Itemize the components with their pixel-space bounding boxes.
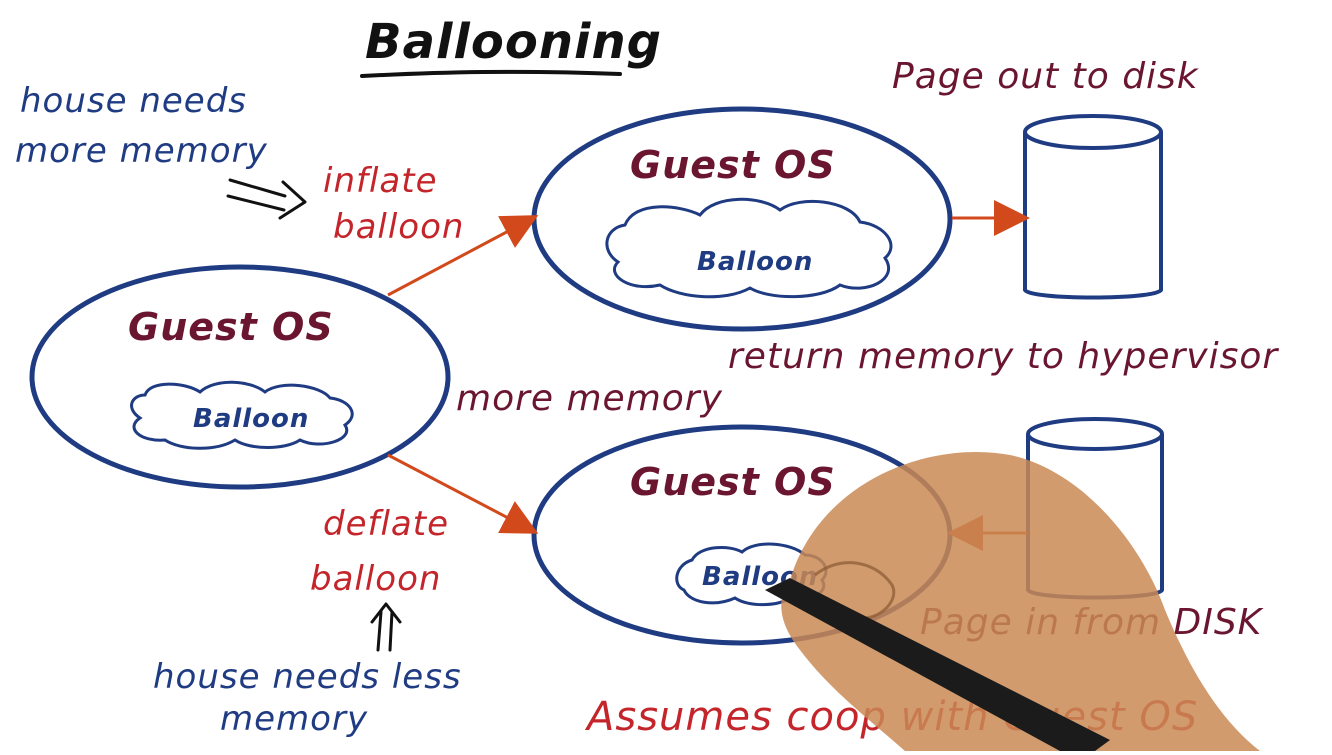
return-memory-label: return memory to hypervisor — [728, 336, 1279, 377]
inflate-balloon-label: balloon — [333, 207, 464, 247]
left-guest-os-label: Guest OS — [128, 305, 334, 349]
inflate-label: inflate — [323, 161, 438, 201]
deflate-label: deflate — [323, 504, 449, 544]
left-balloon-label: Balloon — [193, 404, 309, 434]
house-needs-less-line2: memory — [220, 699, 368, 739]
deflate-balloon-label: balloon — [310, 559, 441, 599]
left-balloon-cloud: Balloon — [130, 380, 354, 450]
presenter-hand — [781, 451, 1260, 751]
bottom-guest-os-label: Guest OS — [630, 460, 836, 504]
top-disk-icon — [1023, 114, 1163, 300]
arrow-left-to-bottom — [387, 453, 539, 534]
marker-pen — [765, 578, 1110, 751]
top-balloon-label: Balloon — [697, 247, 813, 277]
page-out-label: Page out to disk — [892, 56, 1200, 97]
house-needs-more-line1: house needs — [20, 81, 247, 121]
top-guest-os-label: Guest OS — [630, 143, 836, 187]
house-needs-more-line2: more memory — [15, 131, 268, 171]
top-guest-vm: Guest OS Balloon — [531, 106, 953, 332]
double-arrow-icon — [226, 178, 307, 220]
house-needs-less-line1: house needs less — [153, 657, 462, 697]
bottom-guest-vm: Guest OS Balloon — [531, 424, 953, 646]
up-double-arrow-icon — [370, 602, 402, 652]
title-text: Ballooning — [365, 14, 662, 70]
title-underline — [360, 69, 622, 78]
top-balloon-cloud: Balloon — [605, 197, 893, 299]
arrow-left-to-top — [387, 215, 539, 297]
more-memory-label: more memory — [456, 378, 723, 419]
left-guest-vm: Guest OS Balloon — [29, 264, 451, 490]
